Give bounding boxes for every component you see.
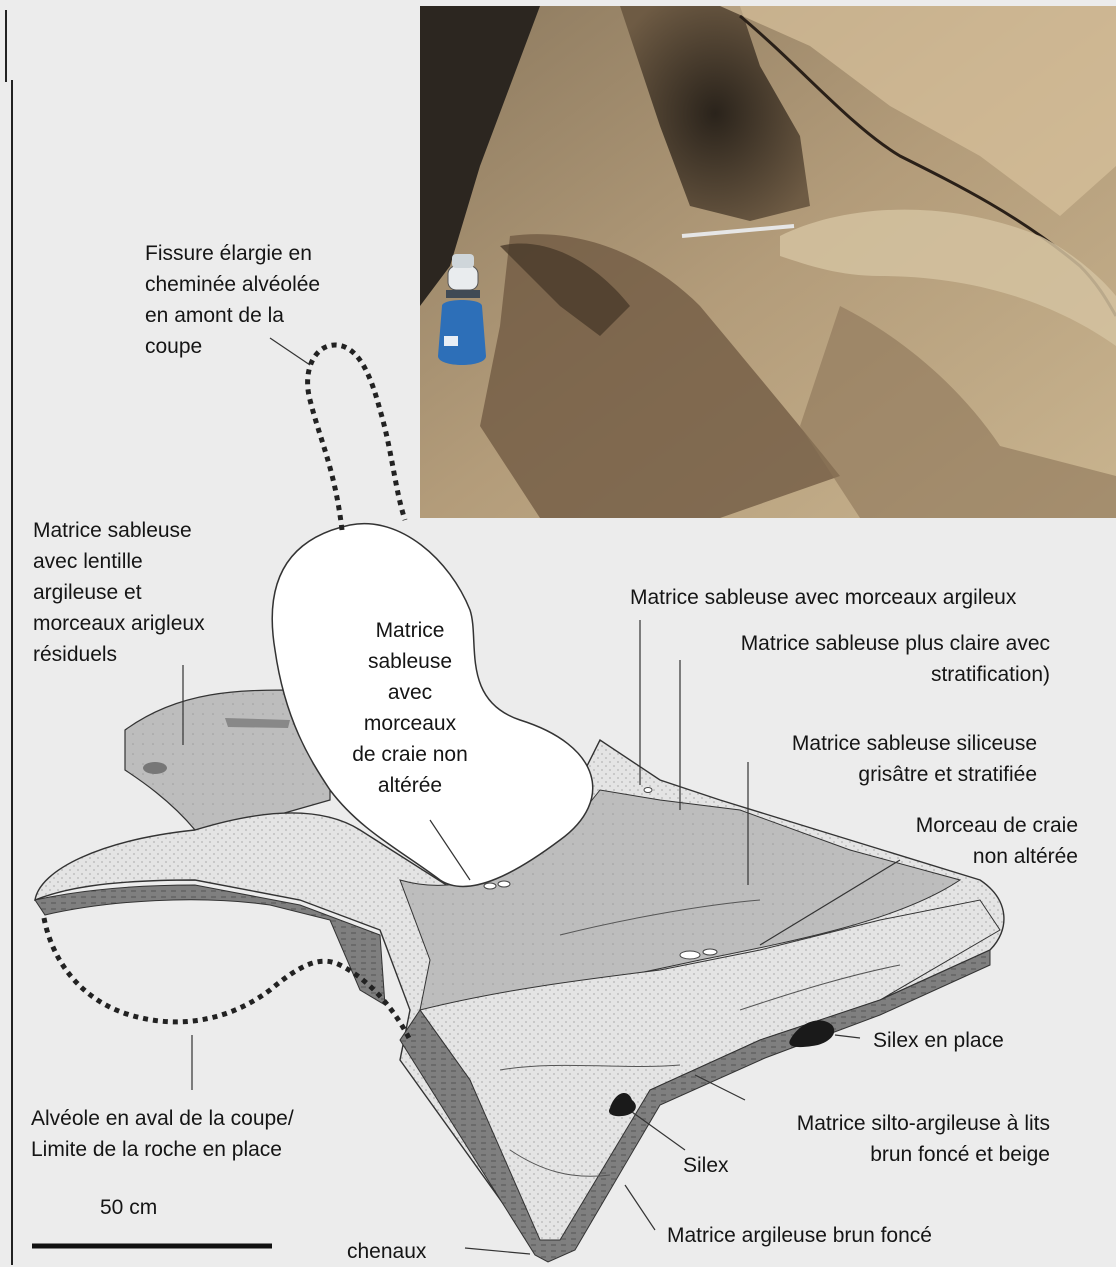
label-silex-in-place: Silex en place [873, 1025, 1004, 1056]
label-silt-clay: Matrice silto-argileuse à lits brun fonc… [720, 1108, 1050, 1170]
label-lighter-stratified: Matrice sableuse plus claire avec strati… [660, 628, 1050, 690]
label-fissure: Fissure élargie en cheminée alvéolée en … [145, 238, 320, 362]
label-silex: Silex [683, 1150, 729, 1181]
label-clay-pieces: Matrice sableuse avec morceaux argileux [630, 582, 1016, 613]
label-chenaux: chenaux [347, 1236, 426, 1267]
label-chalk-piece: Morceau de craie non altérée [840, 810, 1078, 872]
leader-line-silex-place [835, 1035, 860, 1038]
leader-line-silt [695, 1075, 745, 1100]
clay-pebble [143, 762, 167, 774]
fissure-chimney-outline [308, 345, 405, 530]
label-siliceous: Matrice sableuse siliceuse grisâtre et s… [700, 728, 1037, 790]
chalk-nodule [484, 883, 496, 889]
chalk-nodule [644, 788, 652, 793]
chalk-nodule [498, 881, 510, 887]
chalk-nodule [703, 949, 717, 955]
label-dark-clay: Matrice argileuse brun foncé [667, 1220, 932, 1251]
label-alveole: Alvéole en aval de la coupe/ Limite de l… [31, 1103, 294, 1165]
label-scale: 50 cm [100, 1192, 157, 1223]
chalk-nodule [680, 951, 700, 959]
leader-line-chenaux [465, 1248, 530, 1254]
label-sandy-matrix-left: Matrice sableuse avec lentille argileuse… [33, 515, 205, 670]
label-sandy-matrix-center: Matrice sableuse avec morceaux de craie … [330, 615, 490, 801]
leader-line-dark-clay [625, 1185, 655, 1230]
